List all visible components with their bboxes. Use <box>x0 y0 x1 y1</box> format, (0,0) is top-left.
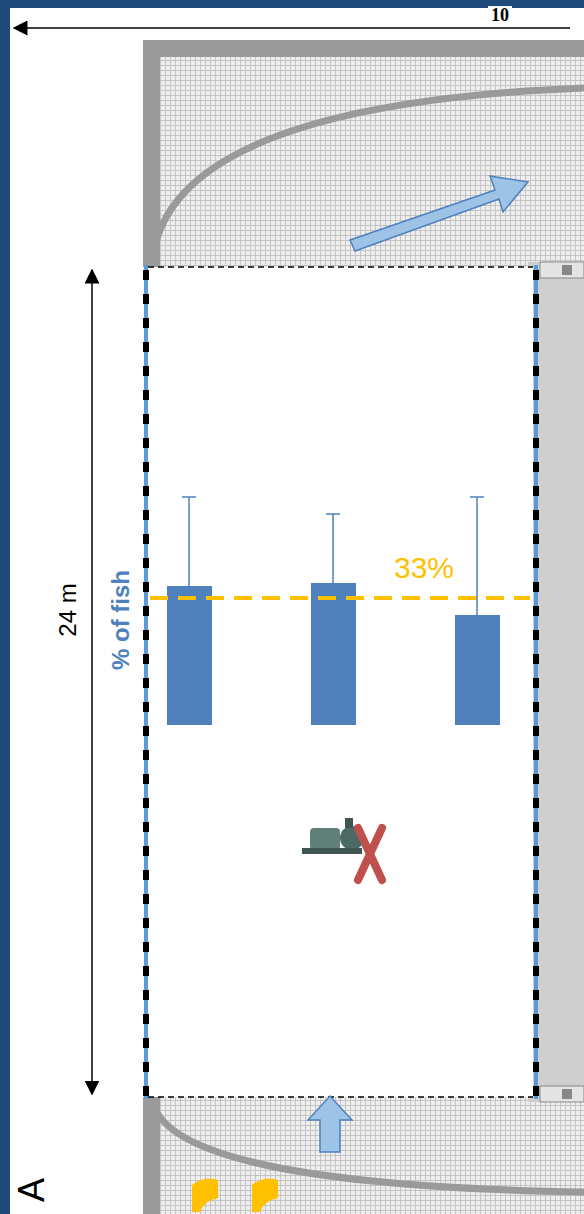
dimension-label: 24 m <box>55 580 81 639</box>
pump-icon <box>302 818 364 854</box>
reference-value: 33% <box>394 551 454 584</box>
axis-label: % of fish <box>108 567 134 673</box>
panel-letter: A <box>12 1178 52 1202</box>
dimension-label: 10 <box>488 6 512 26</box>
